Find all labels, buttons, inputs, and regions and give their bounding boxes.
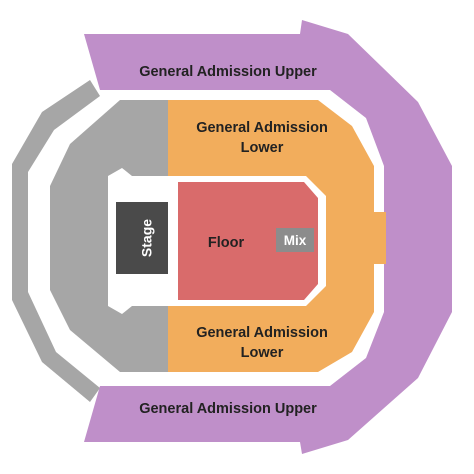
stage	[116, 202, 168, 274]
label-mix: Mix	[284, 233, 307, 248]
mix-position	[276, 228, 314, 252]
label-floor: Floor	[208, 235, 245, 251]
label-ga-lower-bottom-line2: Lower	[241, 345, 284, 361]
label-ga-upper-bottom: General Admission Upper	[139, 401, 317, 417]
outer-left-ring	[12, 80, 100, 402]
label-ga-lower-top-line2: Lower	[241, 140, 284, 156]
section-ga-upper[interactable]	[84, 20, 452, 454]
label-ga-upper-top: General Admission Upper	[139, 64, 317, 80]
label-ga-lower-bottom-line1: General Admission	[196, 325, 328, 341]
section-floor[interactable]	[178, 182, 318, 300]
label-stage: Stage	[139, 219, 155, 257]
label-ga-lower-top-line1: General Admission	[196, 120, 328, 136]
